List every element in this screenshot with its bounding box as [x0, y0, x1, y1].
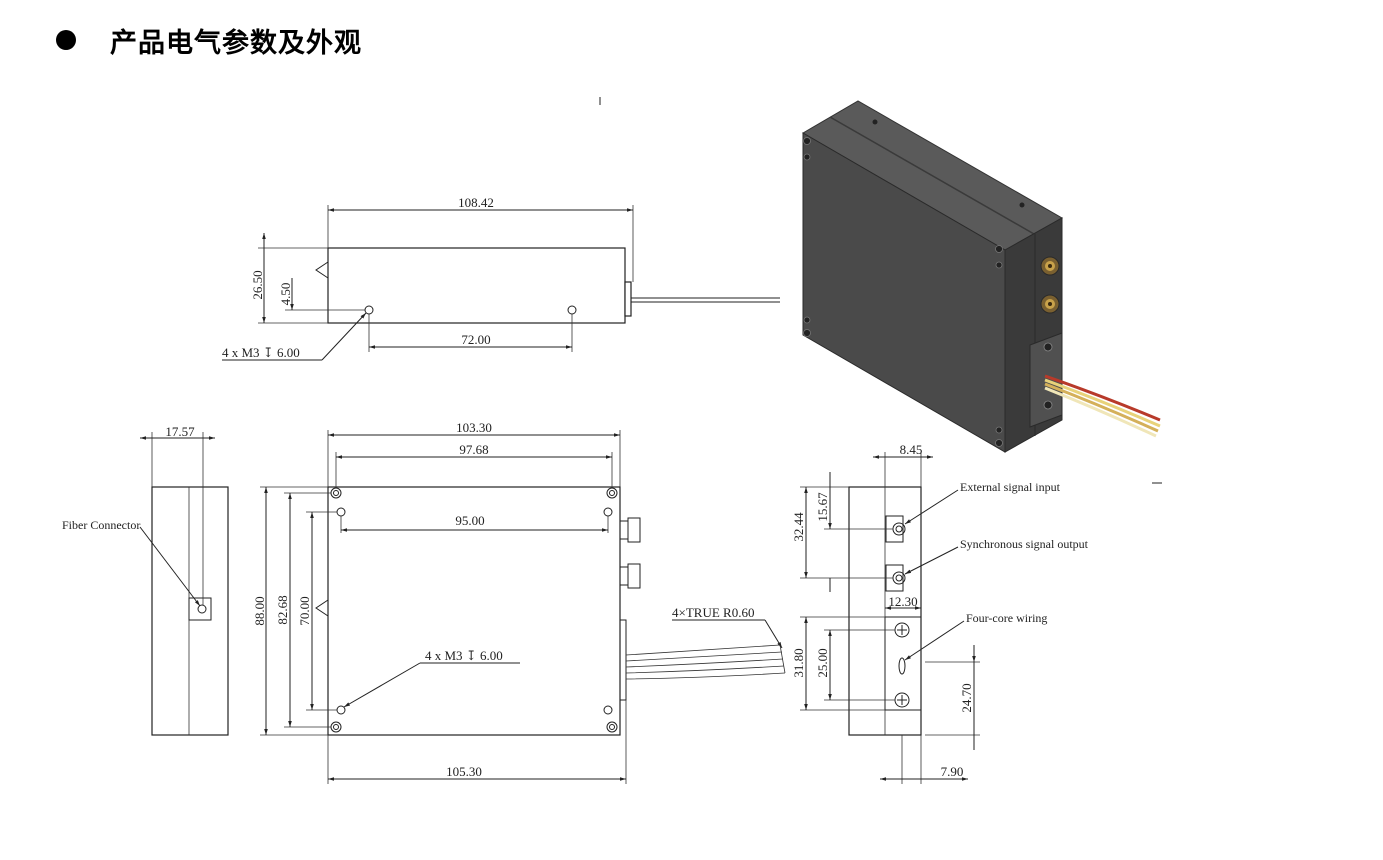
sma-connectors	[619, 517, 641, 589]
dim-screw-spacing: 25.00	[815, 648, 830, 677]
dim-upper-height: 32.44	[791, 512, 806, 542]
dim-hole-span-outer: 97.68	[459, 442, 488, 457]
dim-side-width: 17.57	[165, 424, 195, 439]
wire-port	[898, 657, 906, 675]
dim-front-height: 88.00	[252, 596, 267, 625]
dim-top-offset: 8.45	[900, 442, 923, 457]
ext-input-label: External signal input	[960, 480, 1061, 494]
fiber-connector-label: Fiber Connector	[62, 518, 140, 532]
four-core-wires	[1044, 374, 1161, 438]
dim-bottom-offset: 7.90	[941, 764, 964, 779]
dim-hole-height-inner: 70.00	[297, 596, 312, 625]
dim-hole-span-inner: 95.00	[455, 513, 484, 528]
dim-top-offset: 4.50	[278, 283, 293, 306]
fiber-connector-icon	[197, 604, 207, 614]
dim-front-width: 103.30	[456, 420, 492, 435]
gold-sma-connectors	[1040, 256, 1060, 314]
dim-hole-height-outer: 82.68	[275, 595, 290, 624]
side-view: 17.57 Fiber Connector	[62, 424, 229, 736]
dim-bottom-width: 105.30	[446, 764, 482, 779]
cable-callout: 4×TRUE R0.60	[672, 605, 754, 620]
product-3d-render	[802, 100, 1161, 453]
dim-connector-width: 12.30	[888, 594, 917, 609]
side-view-body	[151, 486, 229, 736]
top-view: 108.42 26.50 4.50 72.00 4 x M3 ↧ 6.00	[222, 195, 780, 361]
front-view: 4×TRUE R0.60 103.30 97.68 95.00 88.00 82…	[252, 420, 786, 784]
four-core-label: Four-core wiring	[966, 611, 1047, 625]
sync-output-label: Synchronous signal output	[960, 537, 1089, 551]
front-hole-callout: 4 x M3 ↧ 6.00	[425, 648, 503, 663]
front-view-cable	[625, 644, 786, 680]
top-hole-callout: 4 x M3 ↧ 6.00	[222, 345, 300, 360]
section-header: 产品电气参数及外观	[52, 18, 362, 62]
dim-top-height: 26.50	[250, 270, 265, 299]
end-view: 8.45 32.44 15.67 12.30 31.80 25.00 24.70	[791, 442, 1089, 784]
dim-signal-spacing: 15.67	[815, 492, 830, 522]
dim-hole-spacing: 72.00	[461, 332, 490, 347]
dim-lower-height: 31.80	[791, 648, 806, 677]
dim-wire-height: 24.70	[959, 683, 974, 712]
dim-top-length: 108.42	[458, 195, 494, 210]
bullet-icon	[56, 30, 76, 50]
page-title: 产品电气参数及外观	[110, 27, 362, 59]
